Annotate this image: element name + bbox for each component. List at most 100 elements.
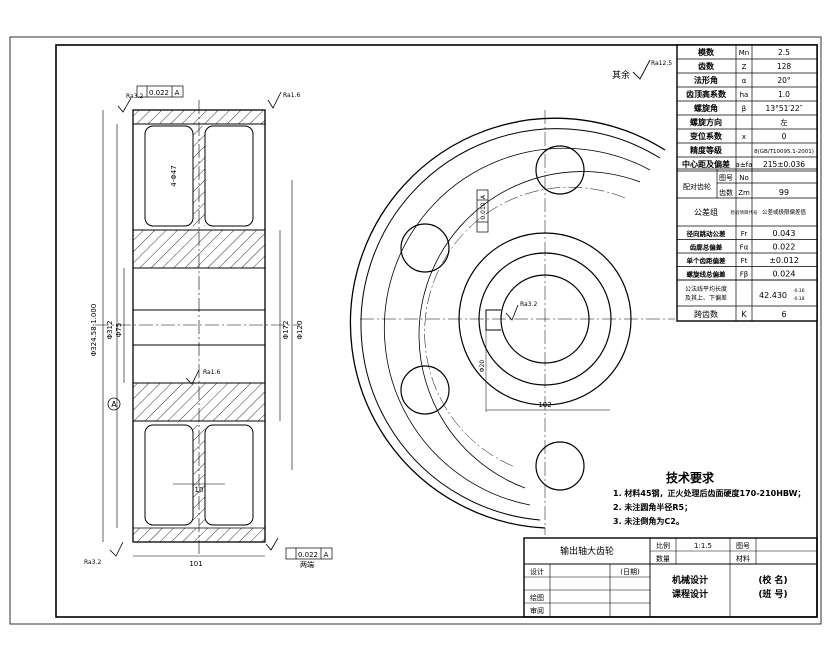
param-symbol: Mn: [739, 49, 749, 57]
course-line-1: 机械设计: [672, 574, 708, 586]
param-value: 20°: [777, 76, 791, 85]
class-number: (班 号): [758, 588, 787, 600]
param-name: 螺旋角: [694, 103, 718, 113]
design-label: 设计: [530, 567, 544, 576]
tol-symbol: Fr: [741, 230, 748, 238]
qty-label: 数量: [656, 554, 670, 563]
svg-text:A: A: [324, 551, 329, 559]
dim-outer-diameter: Φ324.58-1.000: [90, 304, 98, 357]
ra-mark-bottom-left: Ra3.2: [84, 559, 101, 566]
date-label: (日期): [620, 568, 640, 576]
tol-group-header: 公差组: [694, 207, 718, 217]
svg-text:A: A: [175, 89, 180, 97]
tolerance-frame-vertical: 0.010 A: [476, 189, 489, 233]
param-symbol: Z: [742, 63, 747, 71]
dim-hub-diameter: Φ172: [282, 321, 290, 340]
param-value: 8(GB/T10095.1-2001): [754, 149, 814, 155]
review-label: 审阅: [530, 606, 544, 615]
ra-mark-bore: Ra1.6: [203, 369, 220, 376]
dim-keyway: 102: [538, 401, 551, 409]
frame-border: [55, 44, 818, 618]
tech-item-3: 3. 未注倒角为C2。: [613, 516, 684, 526]
mate-teeth-sym: Zm: [738, 189, 750, 197]
sheet-border: [9, 36, 822, 625]
param-symbol: α: [742, 77, 747, 85]
tol-name: 齿廓总偏差: [690, 243, 723, 252]
param-name: 精度等级: [690, 145, 723, 155]
tolerance-frame-top: 0.022 A: [136, 85, 184, 98]
mate-teeth-label: 齿数: [719, 188, 733, 197]
dim-root-diameter: Φ312: [106, 321, 114, 340]
tol-value: 0.043: [773, 229, 796, 238]
tol-name: 螺旋线总偏差: [687, 270, 727, 279]
technical-requirements: 技术要求 1. 材料45钢，正火处理后齿面硬度170-210HBW； 2. 未注…: [613, 470, 805, 526]
tech-item-1: 1. 材料45钢，正火处理后齿面硬度170-210HBW；: [613, 488, 805, 499]
drawing-no-label: 图号: [736, 542, 750, 550]
tol-value: ±0.012: [769, 256, 799, 265]
svg-text:0.022: 0.022: [149, 89, 169, 97]
ra-mark-keyway: Ra3.2: [520, 301, 537, 308]
param-value: 2.5: [778, 48, 790, 57]
dim-hub2-diameter: Φ120: [296, 321, 304, 340]
param-symbol: a±fa: [736, 161, 753, 169]
param-value: 215±0.036: [763, 160, 805, 169]
param-value: 13°51′22″: [766, 104, 803, 113]
param-name: 中心距及偏差: [682, 159, 730, 169]
title-block: [523, 537, 818, 618]
param-symbol: ha: [740, 91, 749, 99]
mate-drawing-sym: No: [739, 174, 749, 182]
drawing-label: 绘图: [530, 593, 544, 602]
tech-item-2: 2. 未注圆角半径R5；: [613, 502, 692, 513]
svg-text:0.010: 0.010: [480, 202, 487, 219]
param-value: 1.0: [778, 90, 790, 99]
ra-mark-rest: Ra12.5: [651, 60, 672, 67]
span-label: 跨齿数: [694, 309, 718, 319]
svg-text:0.022: 0.022: [298, 551, 318, 559]
tol-name: 径向跳动公差: [687, 229, 727, 238]
param-symbol: x: [742, 133, 746, 141]
param-value: 0: [782, 132, 787, 141]
tolerance-frame-bottom: 0.022 A: [285, 547, 333, 560]
tol-code-header: 检验项目代号: [731, 209, 758, 216]
tech-title: 技术要求: [666, 470, 715, 485]
title-block-text: 输出轴大齿轮 比例 1:1.5 图号 数量 材料 设计 (日期) 绘图 审阅 机…: [530, 541, 788, 615]
both-ends-label: 两端: [300, 560, 314, 569]
common-normal-label-2: 及其上、下偏差: [685, 294, 727, 302]
tol-value: 0.022: [773, 243, 796, 252]
param-name: 齿数: [698, 61, 715, 71]
course-line-2: 课程设计: [672, 588, 708, 600]
param-name: 法形角: [694, 75, 718, 85]
school-name: (校 名): [758, 574, 787, 586]
dim-key-tol: Φ20: [479, 360, 486, 373]
span-sym: K: [741, 310, 747, 319]
front-view: 102 Φ20 Ra3.2 0.010 A 其余 Ra12.5: [349, 59, 675, 535]
param-value: 左: [780, 117, 788, 127]
param-name: 螺旋方向: [690, 117, 722, 127]
part-name: 输出轴大齿轮: [560, 545, 614, 557]
svg-text:A: A: [480, 194, 487, 199]
scale-value: 1:1.5: [694, 542, 712, 550]
tol-name: 单个齿距偏差: [687, 256, 727, 265]
tol-symbol: Fα: [740, 244, 749, 252]
dim-rim: 10: [195, 486, 204, 494]
section-view: A Φ324.58-1.000 Φ312 Φ75 Φ172 Φ120 101 1…: [84, 85, 333, 569]
param-value: 128: [777, 62, 792, 71]
scale-label: 比例: [656, 541, 670, 550]
tol-symbol: Ft: [741, 257, 748, 265]
param-symbol: β: [742, 105, 746, 113]
mate-teeth-val: 99: [779, 188, 789, 197]
rest-label: 其余: [612, 69, 630, 81]
common-normal-label-1: 公法线平均长度: [685, 285, 727, 293]
common-normal-value: 42.430: [759, 291, 787, 300]
tol-value-header: 公差或极限偏差值: [762, 208, 807, 216]
ra-mark-top-left: Ra3.2: [126, 93, 143, 100]
material-label: 材料: [736, 554, 750, 563]
ra-mark-top-right: Ra1.6: [283, 92, 300, 99]
mate-label: 配对齿轮: [683, 182, 711, 191]
param-name: 齿顶高系数: [686, 89, 727, 99]
mate-drawing-label: 图号: [719, 174, 733, 182]
dim-width: 101: [189, 560, 202, 568]
